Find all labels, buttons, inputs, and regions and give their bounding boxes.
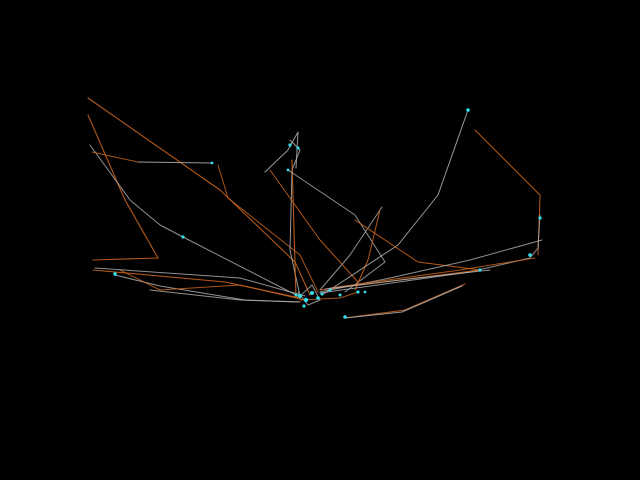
trace-node-dot — [466, 108, 470, 112]
trace-line-gray — [149, 289, 301, 303]
trace-line-orange — [269, 169, 359, 283]
trace-line-gray — [287, 169, 386, 293]
trace-node-dot — [210, 161, 214, 165]
trace-nodes — [113, 108, 542, 319]
trace-line-orange — [329, 257, 536, 289]
trace-line-gray — [264, 131, 299, 173]
trace-line-orange — [217, 164, 319, 293]
trace-line-gray — [344, 285, 463, 319]
trace-node-dot — [294, 293, 298, 297]
trace-line-gray — [319, 214, 541, 294]
trace-node-dot — [310, 291, 314, 295]
trace-node-dot — [320, 292, 324, 296]
trace-node-dot — [298, 294, 302, 298]
trace-line-gray — [94, 267, 306, 297]
trace-line-orange — [87, 114, 159, 261]
trace-node-dot — [296, 146, 300, 150]
trace-node-dot — [113, 272, 117, 276]
trace-line-orange — [354, 209, 381, 291]
trace-line-orange — [91, 151, 139, 163]
trace-node-dot — [528, 253, 532, 257]
trace-node-dot — [538, 216, 542, 220]
trace-line-orange — [119, 269, 306, 301]
trace-line-orange — [344, 283, 466, 319]
trace-line-gray — [321, 109, 469, 296]
trace-lines — [87, 97, 543, 319]
trace-line-orange — [291, 159, 297, 299]
trace-node-dot — [356, 290, 360, 294]
trace-line-gray — [89, 144, 299, 297]
trace-node-dot — [302, 304, 306, 308]
trace-node-dot — [288, 143, 292, 147]
trace-node-dot — [286, 168, 290, 172]
trace-node-dot — [363, 290, 367, 294]
trace-line-gray — [319, 206, 383, 291]
trace-node-dot — [316, 296, 320, 300]
trace-node-dot — [328, 288, 332, 292]
trace-node-dot — [181, 235, 185, 239]
trace-line-orange — [299, 291, 359, 301]
trace-node-dot — [343, 315, 347, 319]
trace-line-orange — [87, 97, 311, 296]
trace-line-gray — [137, 161, 213, 164]
trace-node-dot — [303, 297, 309, 303]
trace-line-gray — [324, 269, 491, 290]
trace-node-dot — [338, 293, 342, 297]
trace-node-dot — [478, 268, 482, 272]
